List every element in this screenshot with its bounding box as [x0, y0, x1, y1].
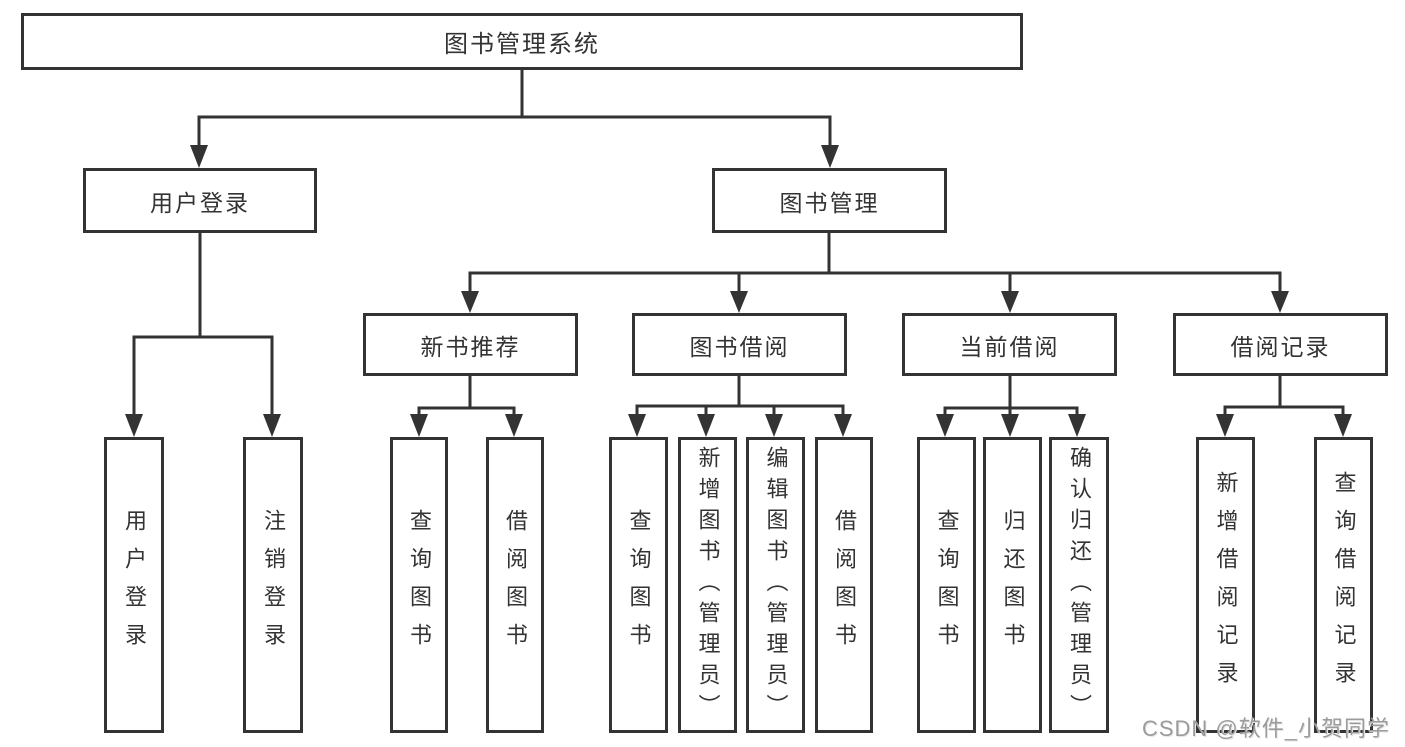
leaf-user-login: 用户登录 — [104, 437, 164, 733]
leaf-label: 注销登录 — [261, 509, 286, 661]
node-borrowing-records: 借阅记录 — [1173, 313, 1388, 376]
node-library-management-system: 图书管理系统 — [21, 13, 1023, 70]
node-label: 当前借阅 — [959, 333, 1060, 360]
leaf-label: 新增图书（管理员） — [695, 445, 721, 725]
leaf-query-books: 查询图书 — [609, 437, 668, 733]
node-current-borrowing: 当前借阅 — [902, 313, 1117, 376]
leaf-confirm-return-admin: 确认归还（管理员） — [1049, 437, 1109, 733]
leaf-return-books: 归还图书 — [983, 437, 1042, 733]
leaf-query-books: 查询图书 — [917, 437, 976, 733]
leaf-label: 归还图书 — [1000, 509, 1026, 661]
leaf-query-books: 查询图书 — [390, 437, 448, 733]
node-book-borrowing: 图书借阅 — [632, 313, 847, 376]
leaf-label: 查询图书 — [626, 509, 652, 661]
leaf-borrow-books: 借阅图书 — [815, 437, 873, 733]
leaf-label: 查询图书 — [407, 509, 432, 661]
leaf-label: 编辑图书（管理员） — [763, 445, 789, 725]
leaf-label: 借阅图书 — [503, 509, 528, 661]
node-user-login: 用户登录 — [83, 168, 317, 233]
leaf-borrow-books: 借阅图书 — [486, 437, 544, 733]
leaf-label: 新增借阅记录 — [1213, 471, 1239, 699]
leaf-label: 查询借阅记录 — [1331, 471, 1357, 699]
node-label: 图书管理系统 — [444, 31, 600, 58]
leaf-logout: 注销登录 — [243, 437, 303, 733]
leaf-label: 确认归还（管理员） — [1067, 445, 1092, 725]
leaf-label: 借阅图书 — [832, 509, 857, 661]
leaf-query-borrow-record: 查询借阅记录 — [1314, 437, 1373, 733]
leaf-edit-book-admin: 编辑图书（管理员） — [746, 437, 805, 733]
leaf-add-borrow-record: 新增借阅记录 — [1196, 437, 1255, 733]
node-label: 图书管理 — [779, 189, 880, 216]
leaf-label: 查询图书 — [934, 509, 960, 661]
leaf-label: 用户登录 — [122, 509, 147, 661]
node-label: 图书借阅 — [689, 333, 790, 360]
node-new-book-recommendation: 新书推荐 — [363, 313, 578, 376]
node-label: 新书推荐 — [420, 333, 521, 360]
node-label: 用户登录 — [150, 189, 250, 216]
node-book-management: 图书管理 — [712, 168, 947, 233]
csdn-watermark: CSDN @软件_小贺同学 — [1141, 716, 1390, 741]
node-label: 借阅记录 — [1230, 333, 1331, 360]
leaf-add-book-admin: 新增图书（管理员） — [678, 437, 737, 733]
